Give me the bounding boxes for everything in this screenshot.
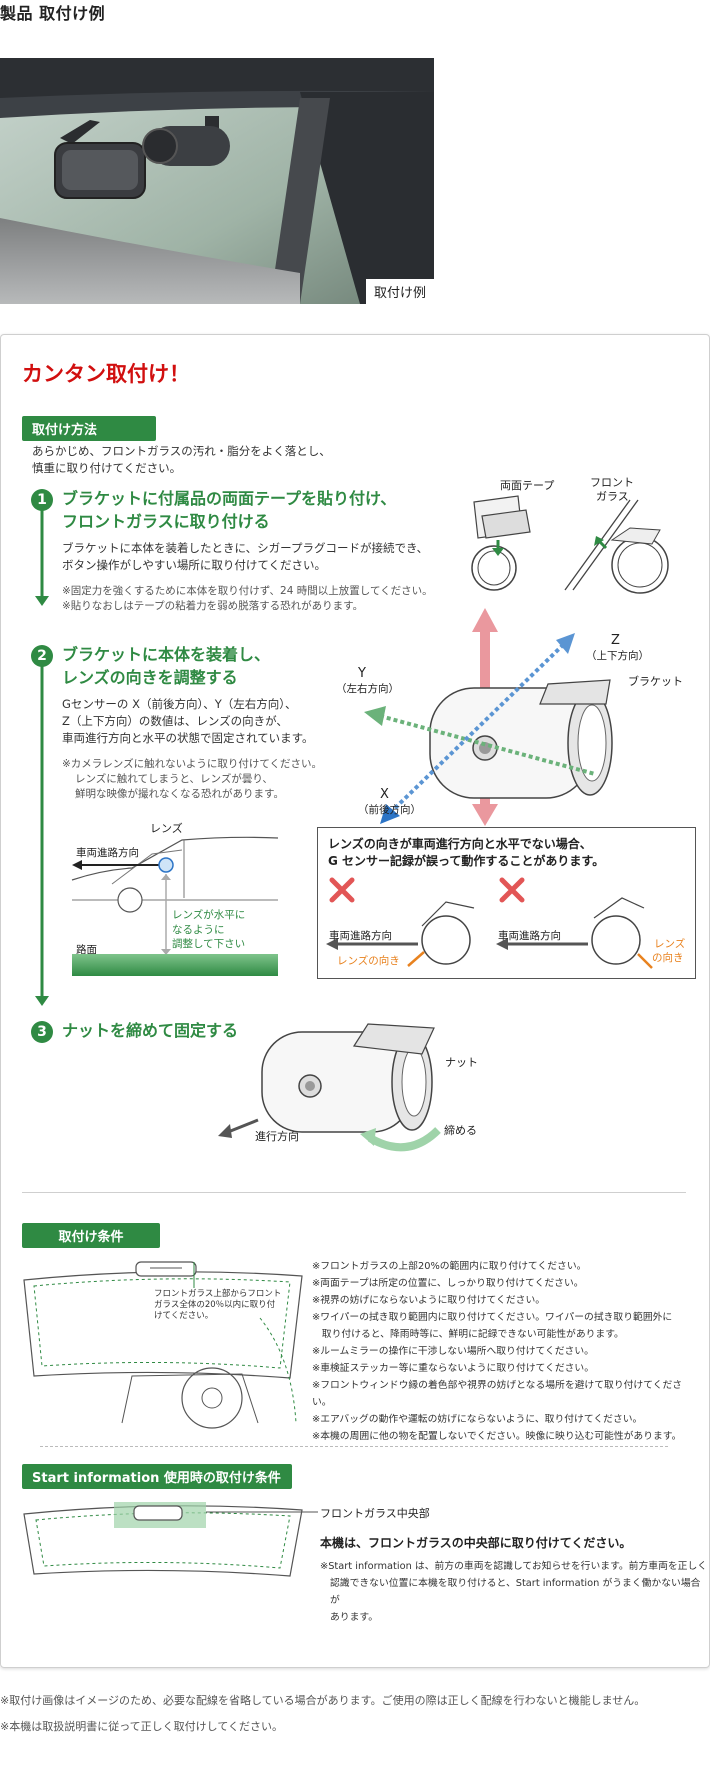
condition-note: 取り付けると、降雨時等に、鮮明に記録できない可能性があります。	[312, 1329, 624, 1340]
callout-line-2: ガラス全体の20％以内に取り付	[154, 1300, 276, 1310]
start-info-notes: ※Start information は、前方の車両を認識してお知らせを行います…	[320, 1558, 710, 1626]
conditions-notes: ※フロントガラスの上部20%の範囲内に取り付けてください。 ※両面テープは所定の…	[312, 1258, 698, 1445]
condition-note: ※車検証ステッカー等に重ならないように取り付けてください。	[312, 1363, 595, 1374]
label-double-tape: 両面テープ	[500, 479, 555, 492]
axis-y-label: Y	[358, 666, 366, 681]
step1-body-1: ブラケットに本体を装着したときに、シガープラグコードが接続でき、	[62, 541, 429, 555]
warning-lens-a: レンズの向き	[337, 955, 400, 967]
warning-illustrations	[326, 877, 653, 969]
step2-connector	[35, 656, 49, 1006]
axis-x-label: X	[380, 787, 389, 802]
label-level-1: レンズが水平に	[172, 909, 246, 921]
car-level-illustration	[71, 836, 279, 955]
step1-note-2: ※貼りなおしはテープの粘着力を弱め脱落する恐れがあります。	[62, 600, 364, 612]
step2-body-1: Gセンサーの X（前後方向）、Y（左右方向）、	[62, 697, 297, 711]
page-title: 製品 取付け例	[0, 4, 106, 23]
step1-title-2: フロントガラスに取り付ける	[62, 512, 270, 531]
footer-note-2: ※本機は取扱説明書に従って正しく取付けしてください。	[0, 1720, 284, 1733]
windshield-center-illustration	[23, 1502, 318, 1577]
gsensor-axis-illustration	[364, 608, 613, 826]
step2-title-1: ブラケットに本体を装着し、	[62, 645, 271, 664]
step2-number: 2	[31, 645, 53, 667]
label-front-glass-1: フロント	[590, 476, 634, 489]
warning-text-2: G センサー記録が誤って動作することがあります。	[328, 854, 605, 868]
label-road: 路面	[76, 944, 97, 956]
start-info-note-3: あります。	[330, 1612, 379, 1623]
warning-lens-b-2: の向き	[652, 952, 684, 964]
condition-note: ※本機の周囲に他の物を配置しないでください。映像に映り込む可能性があります。	[312, 1431, 682, 1442]
condition-note: ※エアバッグの動作や運転の妨げにならないように、取り付けてください。	[312, 1414, 643, 1425]
dashed-divider	[40, 1446, 668, 1447]
step2-body-2: Z（上下方向）の数値は、レンズの向きが、	[62, 714, 288, 728]
label-tighten: 締める	[444, 1124, 477, 1137]
axis-y-sub: （左右方向）	[336, 683, 399, 695]
condition-note: ※フロントガラスの上部20%の範囲内に取り付けてください。	[312, 1261, 587, 1272]
nut-tighten-illustration	[218, 1023, 441, 1152]
step2-note-2: レンズに触れてしまうと、レンズが曇り、	[75, 773, 273, 785]
condition-note: ※視界の妨げにならないように取り付けてください。	[312, 1295, 546, 1306]
step2-note-1: ※カメラレンズに触れないように取り付けてください。	[62, 758, 323, 770]
label-direction: 車両進路方向	[76, 847, 139, 859]
label-level-3: 調整して下さい	[172, 938, 246, 950]
step3-title: ナットを締めて固定する	[62, 1021, 239, 1040]
card-title: カンタン取付け！	[22, 362, 190, 386]
step2-body-3: 車両進行方向と水平の状態で固定されています。	[62, 731, 314, 745]
axis-z-label: Z	[611, 633, 620, 648]
conditions-callout: フロントガラス上部からフロント ガラス全体の20％以内に取り付 けてください。	[154, 1289, 281, 1322]
product-photo: 取付け例	[0, 58, 434, 304]
callout-line-3: けてください。	[154, 1311, 214, 1321]
axis-x-sub: （前後方向）	[358, 804, 421, 816]
condition-note: ※両面テープは所定の位置に、しっかり取り付けてください。	[312, 1278, 584, 1289]
step1-note-1: ※固定力を強くするために本体を取り付けず、24 時間以上放置してください。	[62, 585, 433, 597]
callout-line-1: フロントガラス上部からフロント	[154, 1289, 282, 1299]
step2-note-3: 鮮明な映像が撮れなくなる恐れがあります。	[75, 788, 284, 800]
step1-connector	[35, 500, 49, 606]
step1-number: 1	[31, 489, 53, 511]
label-lens: レンズ	[150, 822, 183, 835]
glass-mount-illustration	[564, 499, 669, 594]
warning-lens-b-1: レンズ	[654, 938, 686, 950]
footer-note-1: ※取付け画像はイメージのため、必要な配線を省略している場合があります。ご使用の際…	[0, 1694, 646, 1707]
method-intro-2: 慎重に取り付けてください。	[32, 461, 182, 475]
step3-number: 3	[31, 1021, 53, 1043]
step2-title-2: レンズの向きを調整する	[62, 668, 238, 687]
method-intro-1: あらかじめ、フロントガラスの汚れ・脂分をよく落とし、	[32, 444, 331, 458]
start-info-tag: Start information 使用時の取付け条件	[22, 1464, 292, 1489]
condition-note: ※ルームミラーの操作に干渉しない場所へ取り付けてください。	[312, 1346, 594, 1357]
condition-note: ※フロントウィンドウ縁の着色部や視界の妨げとなる場所を避けて取り付けてください。	[312, 1380, 683, 1408]
step1-title-1: ブラケットに付属品の両面テープを貼り付け、	[62, 489, 397, 508]
windshield-interior-illustration	[23, 1261, 303, 1429]
road-surface	[72, 954, 278, 976]
label-travel-direction: 進行方向	[255, 1130, 299, 1143]
label-nut: ナット	[445, 1056, 478, 1069]
start-info-note-2: 認識できない位置に本機を取り付けると、Start information がうま…	[330, 1578, 701, 1606]
step1-body-2: ボタン操作がしやすい場所に取り付けてください。	[62, 558, 327, 572]
warning-dir-a: 車両進路方向	[329, 930, 392, 942]
condition-note: ※ワイパーの拭き取り範囲内に取り付けてください。ワイパーの拭き取り範囲外に	[312, 1312, 673, 1323]
axis-z-sub: （上下方向）	[586, 650, 649, 662]
label-bracket: ブラケット	[628, 675, 683, 688]
start-info-headline: 本機は、フロントガラスの中央部に取り付けてください。	[320, 1536, 632, 1550]
method-tag: 取付け方法	[22, 416, 156, 441]
label-glass-center: フロントガラス中央部	[320, 1507, 430, 1520]
label-front-glass-2: ガラス	[596, 490, 629, 503]
photo-caption: 取付け例	[365, 279, 434, 304]
conditions-tag: 取付け条件	[22, 1223, 160, 1248]
warning-text-1: レンズの向きが車両進行方向と水平でない場合、	[328, 837, 592, 851]
bracket-tape-illustration	[471, 495, 531, 591]
section-divider	[22, 1192, 686, 1193]
warning-dir-b: 車両進路方向	[498, 930, 561, 942]
start-info-note-1: ※Start information は、前方の車両を認識してお知らせを行います…	[320, 1561, 708, 1572]
label-level-2: なるように	[172, 924, 225, 936]
